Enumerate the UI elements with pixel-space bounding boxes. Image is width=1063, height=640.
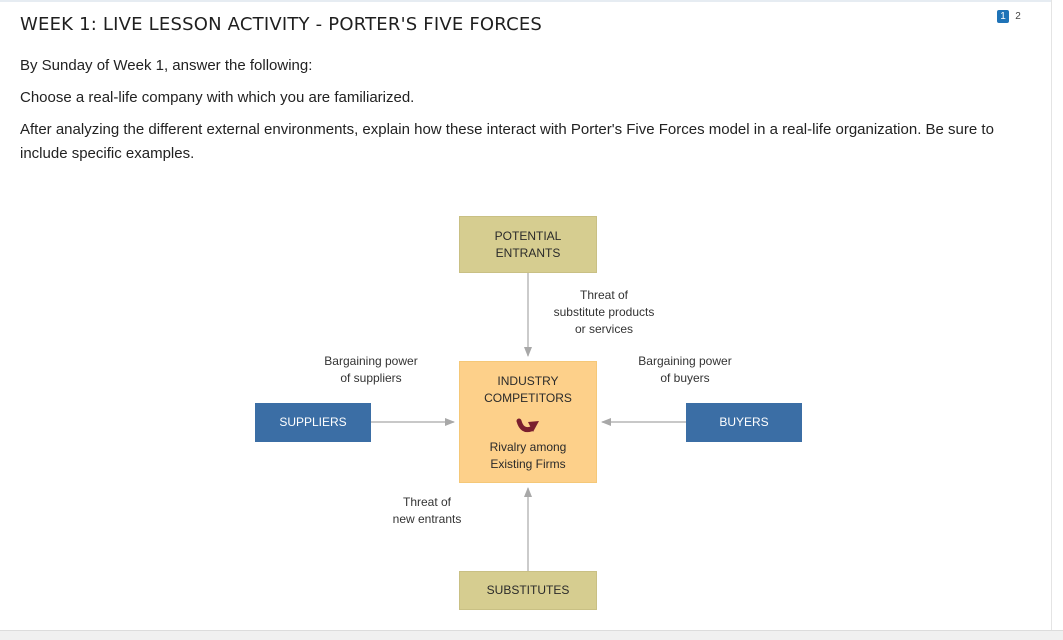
potential-entrants-line2: ENTRANTS xyxy=(495,245,561,260)
suppliers-label: SUPPLIERS xyxy=(279,415,347,429)
potential-entrants-box: POTENTIAL ENTRANTS xyxy=(459,216,597,273)
bargaining-suppliers-line2: of suppliers xyxy=(340,371,402,385)
threat-substitutes-line3: or services xyxy=(574,322,633,336)
rivalry-line1: Rivalry among xyxy=(489,440,567,454)
bargaining-buyers-label: Bargaining power of buyers xyxy=(630,353,740,387)
top-rule xyxy=(0,0,1052,2)
right-rule xyxy=(1051,0,1052,630)
instruction-choose-company: Choose a real-life company with which yo… xyxy=(20,89,415,106)
bargaining-buyers-line1: Bargaining power xyxy=(638,354,732,368)
industry-title: INDUSTRY COMPETITORS xyxy=(460,370,596,410)
threat-substitutes-label: Threat of substitute products or service… xyxy=(548,287,660,338)
threat-entrants-label: Threat of new entrants xyxy=(382,494,472,528)
page-1-button[interactable]: 1 xyxy=(997,10,1009,23)
page-title: WEEK 1: LIVE LESSON ACTIVITY - PORTER'S … xyxy=(20,14,543,35)
instruction-analysis: After analyzing the different external e… xyxy=(20,121,994,162)
threat-substitutes-line1: Threat of xyxy=(579,288,629,302)
threat-entrants-line1: Threat of xyxy=(402,495,452,509)
threat-substitutes-line2: substitute products xyxy=(553,305,655,319)
rivalry-label: Rivalry among Existing Firms xyxy=(460,436,596,476)
threat-entrants-line2: new entrants xyxy=(392,512,462,526)
page-2-button[interactable]: 2 xyxy=(1015,11,1021,22)
bottom-scroll-region xyxy=(0,630,1063,640)
industry-title-line2: COMPETITORS xyxy=(484,391,572,405)
buyers-box: BUYERS xyxy=(686,403,802,442)
substitutes-label: SUBSTITUTES xyxy=(486,583,570,597)
rivalry-line2: Existing Firms xyxy=(490,457,566,471)
suppliers-box: SUPPLIERS xyxy=(255,403,371,442)
instruction-deadline: By Sunday of Week 1, answer the followin… xyxy=(20,57,313,74)
pager: 1 2 xyxy=(997,10,1024,23)
bargaining-suppliers-line1: Bargaining power xyxy=(324,354,418,368)
potential-entrants-line1: POTENTIAL xyxy=(494,228,562,243)
industry-competitors-box: INDUSTRY COMPETITORS Rivalry among Exist… xyxy=(459,361,597,483)
substitutes-box: SUBSTITUTES xyxy=(459,571,597,610)
buyers-label: BUYERS xyxy=(719,415,769,429)
industry-title-line1: INDUSTRY xyxy=(497,374,559,388)
circular-arrow-icon xyxy=(516,418,539,433)
bargaining-suppliers-label: Bargaining power of suppliers xyxy=(316,353,426,387)
bargaining-buyers-line2: of buyers xyxy=(660,371,710,385)
